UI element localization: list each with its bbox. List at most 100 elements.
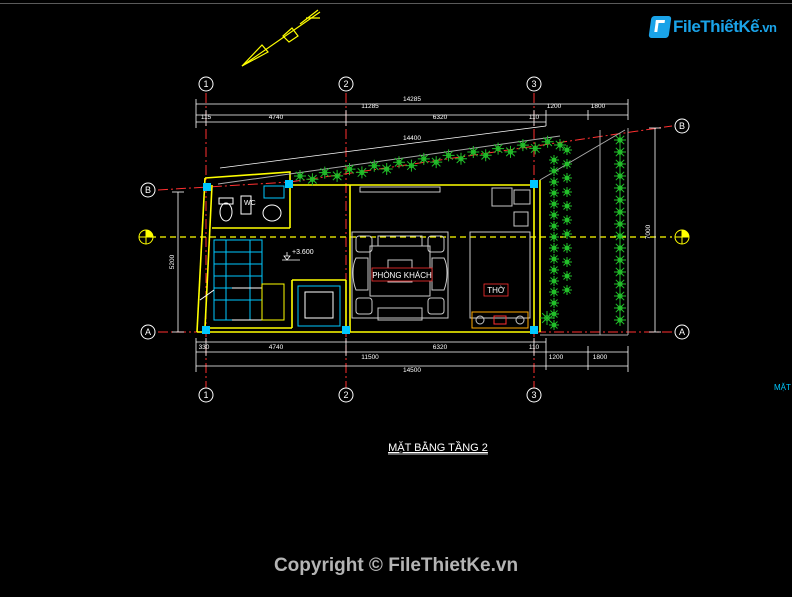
dimension-lines-bottom (195, 338, 629, 372)
dim-top-first: 4740 (269, 114, 284, 121)
copyright-notice: Copyright © FileThietKe.vn (273, 555, 519, 576)
structural-columns (202, 180, 538, 334)
plant-icon (614, 206, 626, 218)
plant-icon (540, 311, 554, 325)
grid-label-3-top: 3 (531, 79, 536, 89)
edge-fragment-text: MẶT (774, 383, 791, 392)
void-opening (297, 285, 341, 327)
dim-bottom-overall: 14500 (403, 367, 421, 374)
plant-icon (549, 320, 559, 330)
plant-icon (549, 298, 559, 308)
dim-side-right: 7000 (645, 224, 652, 239)
plant-icon (562, 187, 572, 197)
living-room-furniture (351, 186, 449, 321)
plant-icon (331, 169, 344, 182)
plant-icon (392, 156, 406, 169)
plant-icon (614, 302, 626, 314)
plant-icon (294, 170, 306, 182)
plant-icon (343, 163, 356, 176)
plant-icon (417, 152, 430, 165)
plant-icon (562, 257, 572, 267)
plant-icon (549, 199, 559, 209)
plant-icon (549, 254, 559, 264)
dimension-texts-bottom: 330 4740 6320 110 11500 1200 1800 14500 (199, 344, 608, 374)
logo-text-file: File (673, 17, 701, 36)
plant-icon (562, 173, 572, 183)
dimension-texts-top: 14285 11285 1200 1800 115 4740 6320 110 … (201, 96, 606, 142)
plant-icon (562, 229, 572, 239)
plant-icon (380, 162, 393, 176)
dimension-lines-side (172, 127, 661, 333)
plant-icon (614, 242, 626, 254)
plant-icon (318, 166, 331, 179)
dim-bottom-small-right: 110 (529, 344, 540, 351)
dim-top-diagonal: 14400 (403, 135, 421, 142)
room-label-altar: THỜ (487, 286, 505, 295)
dim-top-second: 6320 (433, 114, 448, 121)
grid-label-a-right: A (679, 327, 685, 337)
plant-icon (368, 159, 381, 172)
canvas-top-border (0, 3, 792, 4)
plant-icon (529, 142, 542, 155)
plant-icon (562, 201, 572, 211)
plant-icon (549, 155, 559, 165)
grid-label-b-left: B (145, 185, 151, 195)
grid-label-2-bottom: 2 (343, 390, 348, 400)
plant-icon (479, 149, 492, 162)
plant-icon (549, 243, 559, 253)
grid-bubble-labels: 1 2 3 1 2 3 B A B A (145, 79, 685, 400)
plant-icon (549, 177, 559, 187)
grid-bubbles (140, 76, 690, 403)
grid-label-3-bottom: 3 (531, 390, 536, 400)
dim-bottom-first: 4740 (269, 344, 284, 351)
plant-icon (614, 290, 626, 302)
plant-icon (549, 166, 559, 176)
dimension-texts-side: 5200 7000 (169, 224, 652, 269)
plants-greenery (294, 134, 626, 330)
plant-icon (554, 139, 566, 151)
plant-icon (614, 278, 626, 290)
plant-icon (562, 215, 572, 225)
plant-icon (562, 145, 572, 155)
drawing-title: MẶT BẰNG TẦNG 2 (388, 441, 488, 454)
logo-mark-icon (648, 16, 672, 38)
site-logo: File Thiết Kế .vn (648, 14, 777, 40)
dim-top-overall: 14285 (403, 96, 421, 103)
plant-icon (549, 276, 559, 286)
level-marker-icon (282, 252, 300, 261)
plant-icon (549, 287, 559, 297)
room-label-frame-altar (483, 283, 509, 297)
logo-text-domain: .vn (759, 19, 777, 35)
plant-icon (405, 159, 418, 172)
plant-icon (614, 230, 626, 242)
dim-bottom-small-left: 330 (199, 344, 210, 351)
plant-icon (562, 243, 572, 253)
logo-text-thiet: Thiết (700, 17, 739, 36)
plant-icon (614, 158, 626, 170)
dim-top-small-left: 115 (201, 114, 212, 121)
plant-icon (306, 173, 319, 186)
plant-icon (614, 194, 626, 206)
dim-bottom-second: 6320 (433, 344, 448, 351)
center-axis-marker-left (138, 229, 154, 245)
plant-icon (492, 142, 505, 155)
plant-icon (549, 210, 559, 220)
plant-icon (562, 159, 572, 169)
plant-icon (541, 135, 554, 148)
plant-icon (614, 218, 626, 230)
room-label-living-room: PHÒNG KHÁCH (372, 271, 432, 280)
grid-label-b-right: B (679, 121, 685, 131)
building-walls (196, 171, 541, 333)
plant-icon (614, 146, 626, 158)
dim-top-seg-b: 1800 (591, 103, 606, 110)
dim-bottom-seg-b: 1800 (593, 354, 608, 361)
grid-label-2-top: 2 (343, 79, 348, 89)
plant-icon (614, 134, 626, 146)
plant-icon (614, 266, 626, 278)
dim-top-span-12: 11285 (361, 103, 379, 110)
plant-icon (430, 156, 443, 169)
dimension-lines-top (195, 99, 629, 169)
level-mark-text: +3.600 (292, 249, 314, 256)
room-label-frame-living (371, 267, 433, 282)
